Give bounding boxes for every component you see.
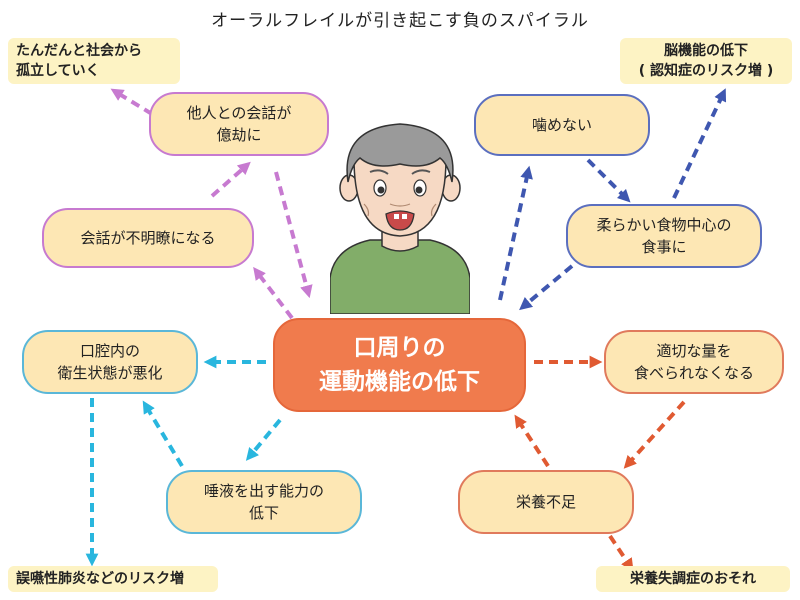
arrow-unclear-to-convo — [210, 161, 251, 198]
box-cant-chew: 噛めない — [474, 94, 650, 156]
arrow-nutrition-to-malnutrition — [608, 534, 634, 572]
arrow-nutrition-to-center — [514, 414, 550, 468]
box-oral-hygiene: 口腔内の 衛生状態が悪化 — [22, 330, 198, 394]
outcome-malnutrition: 栄養失調症のおそれ — [596, 566, 790, 592]
outcome-isolation: たんだんと社会から 孤立していく — [8, 38, 180, 84]
elderly-person-icon — [330, 123, 470, 314]
arrow-softfood-to-center — [519, 264, 574, 311]
arrow-softfood-to-cognitive — [672, 88, 727, 199]
arrow-convo-to-isolation — [110, 88, 154, 116]
box-nutrition: 栄養不足 — [458, 470, 634, 534]
arrow-center-to-unclear — [253, 266, 294, 320]
outcome-pneumonia: 誤嚥性肺炎などのリスク増 — [8, 566, 218, 592]
arrow-center-to-cantchew — [498, 165, 533, 301]
arrow-saliva-to-hygiene — [142, 400, 184, 468]
diagram-title: オーラルフレイルが引き起こす負のスパイラル — [211, 11, 589, 31]
outcome-cognitive: 脳機能の低下 ( 認知症のリスク増 ) — [620, 38, 792, 84]
box-soft-food: 柔らかい食物中心の 食事に — [566, 204, 762, 268]
arrow-eatless-to-nutrition — [623, 400, 686, 469]
center-node: 口周りの 運動機能の低下 — [273, 318, 526, 412]
box-saliva: 唾液を出す能力の 低下 — [166, 470, 362, 534]
arrow-convo-to-center — [274, 171, 313, 299]
box-unclear-speech: 会話が不明瞭になる — [42, 208, 254, 268]
box-convo-burden: 他人との会話が 億劫に — [149, 92, 329, 156]
box-eat-less: 適切な量を 食べられなくなる — [604, 330, 784, 394]
arrow-cantchew-to-softfood — [586, 158, 631, 203]
arrow-center-to-saliva — [245, 418, 282, 461]
